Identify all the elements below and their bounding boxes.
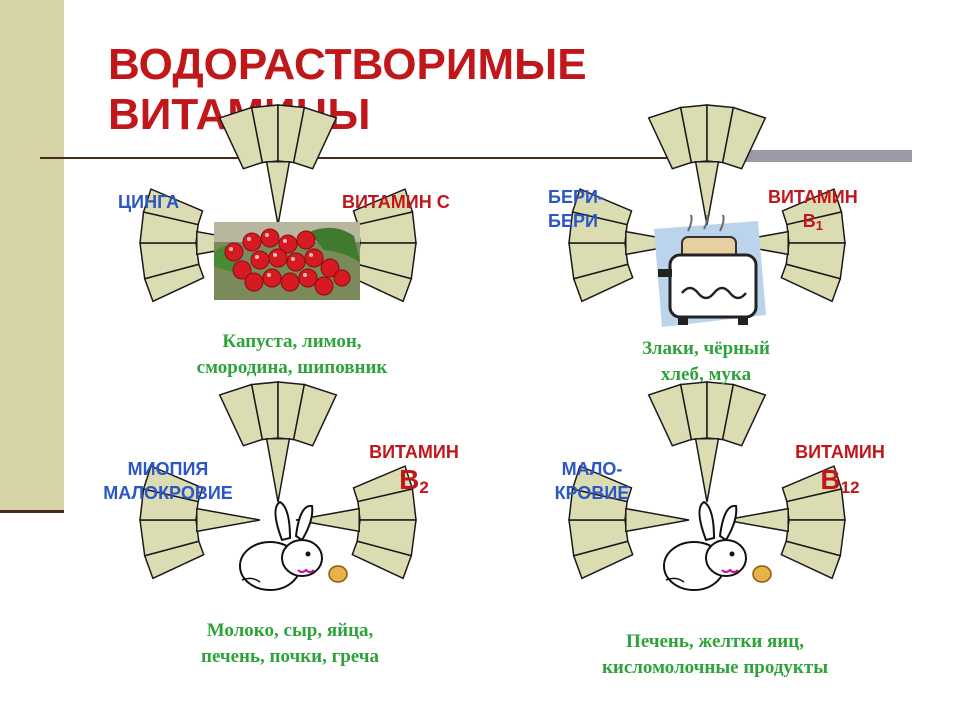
fan-blade: [571, 465, 633, 503]
red-berries-image: [214, 222, 360, 300]
fan-blade: [142, 465, 204, 503]
disease-label: БЕРИ- БЕРИ: [548, 185, 604, 233]
vitamin-name: ВИТАМИН: [795, 442, 885, 462]
food-sources: Печень, желтки яиц, кисломолочные продук…: [555, 629, 875, 681]
fan-blade: [721, 383, 767, 447]
vitamin-name: ВИТАМИН: [369, 442, 459, 462]
fan-right-segment: [295, 465, 417, 580]
fan-top-segment: [647, 104, 767, 226]
accent-bar: [720, 150, 912, 162]
food-line: Печень, желтки яиц,: [626, 631, 804, 652]
fan-pointer: [625, 507, 690, 533]
disease-label-line: БЕРИ-: [548, 187, 604, 207]
food-sources: Капуста, лимон, смородина, шиповник: [142, 329, 442, 381]
fan-blade: [351, 540, 413, 580]
fan-pointer: [265, 161, 291, 226]
disease-label-line: КРОВИЕ: [554, 483, 630, 503]
disease-label: МАЛО- КРОВИЕ: [540, 457, 644, 505]
page-title-line-1: ВОДОРАСТВОРИМЫЕ: [108, 40, 587, 89]
fan-pointer: [694, 438, 720, 503]
fan-top-segment: [218, 381, 338, 503]
rabbit-image: [239, 500, 348, 591]
vitamin-name: ВИТАМИН С: [342, 192, 450, 212]
fan-pointer: [724, 507, 789, 533]
food-sources: Молоко, сыр, яйца, печень, почки, греча: [140, 618, 440, 670]
fan-right-segment: [724, 465, 846, 580]
vitamin-subscript: 2: [419, 478, 429, 497]
rabbit-image: [663, 500, 772, 591]
fan-pointer: [196, 507, 261, 533]
food-line: хлеб, мука: [660, 364, 752, 385]
disease-label-line: МАЛО-: [561, 459, 623, 479]
food-sources: Злаки, чёрный хлеб, мука: [556, 336, 856, 388]
fan-blade: [571, 188, 633, 226]
food-line: кисломолочные продукты: [601, 657, 829, 678]
vitamin-subscript: 12: [840, 478, 860, 497]
fan-blade: [780, 540, 842, 580]
fan-left-segment: [139, 188, 261, 303]
food-line: Злаки, чёрный: [642, 338, 770, 359]
disease-label-line: МИОПИЯ: [127, 459, 209, 479]
disease-label-line: МАЛОКРОВИЕ: [103, 483, 233, 503]
fan-blade: [292, 106, 338, 170]
fan-left-segment: [139, 465, 261, 580]
food-line: Молоко, сыр, яйца,: [206, 620, 374, 641]
title-underline: [40, 157, 910, 159]
food-line: смородина, шиповник: [196, 357, 388, 378]
vitamin-label: ВИТАМИН С: [342, 190, 450, 214]
fan-left-segment: [568, 465, 690, 580]
vitamin-name: ВИТАМИН: [768, 187, 858, 207]
food-line: печень, почки, греча: [201, 646, 379, 667]
disease-label-line: БЕРИ: [548, 211, 598, 231]
fan-blade: [721, 106, 767, 170]
side-panel: [0, 0, 64, 512]
fan-blade: [780, 263, 842, 303]
vitamin-label: ВИТАМИН В12: [774, 440, 906, 504]
disease-label-line: ЦИНГА: [118, 192, 180, 212]
fan-right-segment: [724, 188, 846, 303]
vitamin-letter: В: [820, 464, 841, 495]
vitamin-letter: В: [399, 464, 420, 495]
fan-top-segment: [218, 104, 338, 226]
toaster-image: [654, 215, 766, 327]
vitamin-letter: В: [802, 211, 816, 231]
fan-pointer: [694, 161, 720, 226]
vitamin-subscript: 1: [815, 218, 823, 233]
side-panel-rule: [0, 510, 64, 513]
vitamin-label: ВИТАМИН В1: [768, 185, 858, 238]
food-line: Капуста, лимон,: [222, 331, 362, 352]
fan-pointer: [295, 507, 360, 533]
fan-blade: [292, 383, 338, 447]
fan-pointer: [265, 438, 291, 503]
fan-top-segment: [647, 381, 767, 503]
disease-label: МИОПИЯ МАЛОКРОВИЕ: [76, 457, 260, 505]
disease-label: ЦИНГА: [118, 190, 179, 214]
fan-blade: [142, 188, 204, 226]
vitamin-label: ВИТАМИН В2: [348, 440, 480, 504]
